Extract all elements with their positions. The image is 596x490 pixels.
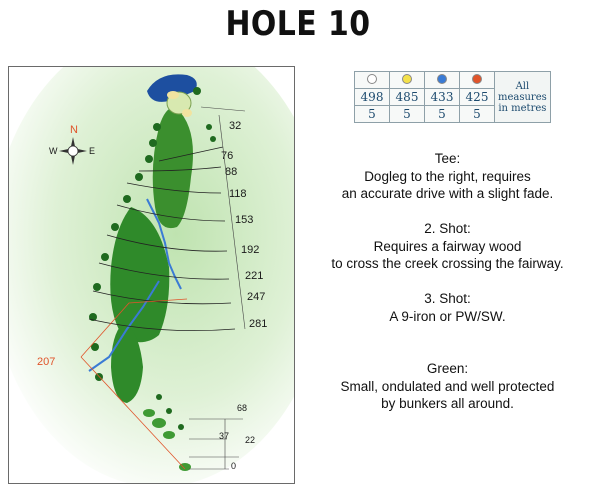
svg-text:37: 37 — [219, 431, 229, 441]
red-tee-icon — [472, 74, 482, 84]
fairway-upper — [152, 107, 193, 229]
svg-text:32: 32 — [229, 120, 241, 132]
svg-text:281: 281 — [249, 318, 267, 330]
shot3-description: 3. Shot: A 9-iron or PW/SW. — [305, 290, 590, 325]
tee-distance: 485 — [389, 88, 425, 106]
green-line: Small, ondulated and well protected — [340, 378, 555, 394]
svg-text:88: 88 — [225, 166, 237, 178]
svg-text:118: 118 — [229, 188, 247, 200]
fairway-middle — [110, 207, 170, 343]
tee-heading: Tee: — [434, 151, 461, 166]
green-description: Green: Small, ondulated and well protect… — [305, 360, 590, 413]
shot2-line: Requires a fairway wood — [373, 238, 522, 254]
green-heading: Green: — [426, 361, 469, 376]
svg-text:22: 22 — [245, 435, 255, 445]
svg-text:76: 76 — [221, 150, 233, 162]
hole-map-graphic: N E W 32 76 88 118 153 192 221 247 281 2… — [9, 67, 294, 483]
creek-line — [88, 280, 160, 372]
blue-tee-icon — [437, 74, 447, 84]
tee-par: 5 — [354, 105, 390, 123]
svg-text:247: 247 — [247, 291, 265, 303]
tee-red-marker — [459, 71, 495, 89]
svg-text:N: N — [70, 124, 78, 136]
shot2-heading: 2. Shot: — [424, 221, 471, 236]
shot3-heading: 3. Shot: — [424, 291, 471, 306]
tee-description: Tee: Dogleg to the right, requires an ac… — [305, 150, 590, 203]
scorecard-table: All measures in metres 498 485 433 425 5… — [354, 71, 551, 123]
svg-text:192: 192 — [241, 244, 259, 256]
shot2-description: 2. Shot: Requires a fairway wood to cros… — [305, 220, 590, 273]
tee-par: 5 — [389, 105, 425, 123]
tee-par: 5 — [424, 105, 460, 123]
tee-distance: 498 — [354, 88, 390, 106]
tee-par: 5 — [459, 105, 495, 123]
tee-distance: 433 — [424, 88, 460, 106]
svg-text:W: W — [49, 146, 58, 156]
svg-text:0: 0 — [231, 461, 236, 471]
svg-text:221: 221 — [245, 270, 263, 282]
tee-line: Dogleg to the right, requires — [364, 168, 531, 184]
page-title: HOLE 10 — [225, 4, 371, 44]
yellow-tee-icon — [402, 74, 412, 84]
compass-icon: N E W — [49, 124, 95, 165]
svg-text:68: 68 — [237, 403, 247, 413]
svg-text:E: E — [89, 146, 95, 156]
tee-blue-marker — [424, 71, 460, 89]
tee-white-marker — [354, 71, 390, 89]
bunker-icon — [182, 109, 192, 117]
svg-text:207: 207 — [37, 356, 55, 368]
white-tee-icon — [367, 74, 377, 84]
units-note: All measures in metres — [494, 71, 551, 123]
tee-yellow-marker — [389, 71, 425, 89]
bunker-icon — [167, 91, 179, 99]
shot3-line: A 9-iron or PW/SW. — [389, 308, 506, 324]
svg-text:153: 153 — [235, 214, 253, 226]
green-line: by bunkers all around. — [381, 396, 514, 411]
tee-line: an accurate drive with a slight fade. — [341, 186, 554, 201]
hole-map: N E W 32 76 88 118 153 192 221 247 281 2… — [8, 66, 295, 484]
tee-distance: 425 — [459, 88, 495, 106]
creek-line — [146, 198, 182, 290]
shot2-line: to cross the creek crossing the fairway. — [331, 256, 564, 271]
